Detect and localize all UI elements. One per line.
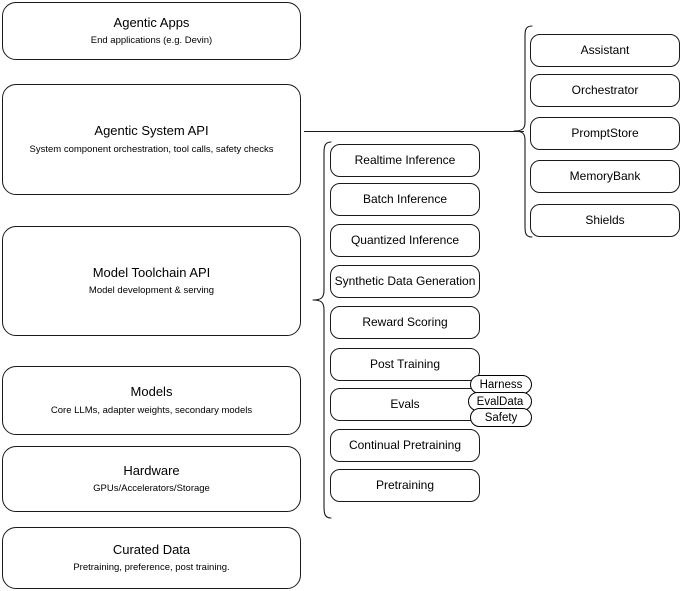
component-label: Reward Scoring xyxy=(362,315,448,329)
component-label: Pretraining xyxy=(375,478,435,492)
eval-badge-label: Harness xyxy=(479,378,523,391)
layer-title: Agentic Apps xyxy=(113,14,190,30)
component-label: Realtime Inference xyxy=(354,153,456,167)
component-box-realtime-inference[interactable]: Realtime Inference xyxy=(330,144,480,177)
layer-box-curated-data[interactable]: Curated Data Pretraining, preference, po… xyxy=(2,527,301,589)
agentic-component-box-shields[interactable]: Shields xyxy=(530,204,680,237)
agentic-component-box-promptstore[interactable]: PromptStore xyxy=(530,117,680,150)
agentic-component-label: PromptStore xyxy=(571,126,639,140)
layer-box-model-toolchain-api[interactable]: Model Toolchain API Model development & … xyxy=(2,226,301,336)
eval-badge-label: Safety xyxy=(484,411,518,424)
agentic-component-label: Assistant xyxy=(580,43,630,57)
component-label: Continual Pretraining xyxy=(348,438,462,452)
layer-box-agentic-apps[interactable]: Agentic Apps End applications (e.g. Devi… xyxy=(2,2,301,60)
layer-title: Agentic System API xyxy=(94,123,209,139)
layer-box-hardware[interactable]: Hardware GPUs/Accelerators/Storage xyxy=(2,446,301,512)
brace-agentic-components xyxy=(513,25,533,238)
component-label: Synthetic Data Generation xyxy=(334,274,476,288)
layer-title: Hardware xyxy=(123,462,180,478)
layer-title: Models xyxy=(130,384,173,400)
component-label: Post Training xyxy=(369,357,441,371)
component-box-synthetic-data-generation[interactable]: Synthetic Data Generation xyxy=(330,265,480,298)
agentic-component-label: MemoryBank xyxy=(569,169,641,183)
component-box-batch-inference[interactable]: Batch Inference xyxy=(330,183,480,216)
layer-box-models[interactable]: Models Core LLMs, adapter weights, secon… xyxy=(2,366,301,435)
component-box-evals[interactable]: Evals xyxy=(330,388,480,421)
component-box-reward-scoring[interactable]: Reward Scoring xyxy=(330,306,480,339)
layer-subtitle: GPUs/Accelerators/Storage xyxy=(93,483,210,495)
layer-subtitle: Pretraining, preference, post training. xyxy=(73,562,230,574)
eval-badge-label: EvalData xyxy=(476,395,524,408)
brace-toolchain-components xyxy=(312,141,332,519)
layer-title: Model Toolchain API xyxy=(92,264,211,280)
component-box-continual-pretraining[interactable]: Continual Pretraining xyxy=(330,429,480,462)
agentic-component-box-memorybank[interactable]: MemoryBank xyxy=(530,160,680,193)
agentic-component-label: Orchestrator xyxy=(571,83,639,97)
component-box-pretraining[interactable]: Pretraining xyxy=(330,469,480,502)
component-label: Evals xyxy=(390,397,420,411)
component-box-quantized-inference[interactable]: Quantized Inference xyxy=(330,224,480,257)
layer-subtitle: System component orchestration, tool cal… xyxy=(29,143,274,155)
agentic-component-box-orchestrator[interactable]: Orchestrator xyxy=(530,74,680,107)
layer-subtitle: Model development & serving xyxy=(88,285,215,297)
agentic-component-label: Shields xyxy=(585,213,625,227)
eval-badge-evaldata[interactable]: EvalData xyxy=(468,392,532,411)
layer-subtitle: Core LLMs, adapter weights, secondary mo… xyxy=(50,404,253,416)
layer-subtitle: End applications (e.g. Devin) xyxy=(90,35,213,47)
agentic-component-box-assistant[interactable]: Assistant xyxy=(530,34,680,67)
component-label: Quantized Inference xyxy=(350,233,460,247)
layer-box-agentic-system-api[interactable]: Agentic System API System component orch… xyxy=(2,84,301,195)
component-box-post-training[interactable]: Post Training xyxy=(330,348,480,381)
component-label: Batch Inference xyxy=(362,192,448,206)
eval-badge-safety[interactable]: Safety xyxy=(470,408,532,427)
layer-title: Curated Data xyxy=(112,541,191,557)
connector-line-system-api-to-components xyxy=(304,131,524,132)
